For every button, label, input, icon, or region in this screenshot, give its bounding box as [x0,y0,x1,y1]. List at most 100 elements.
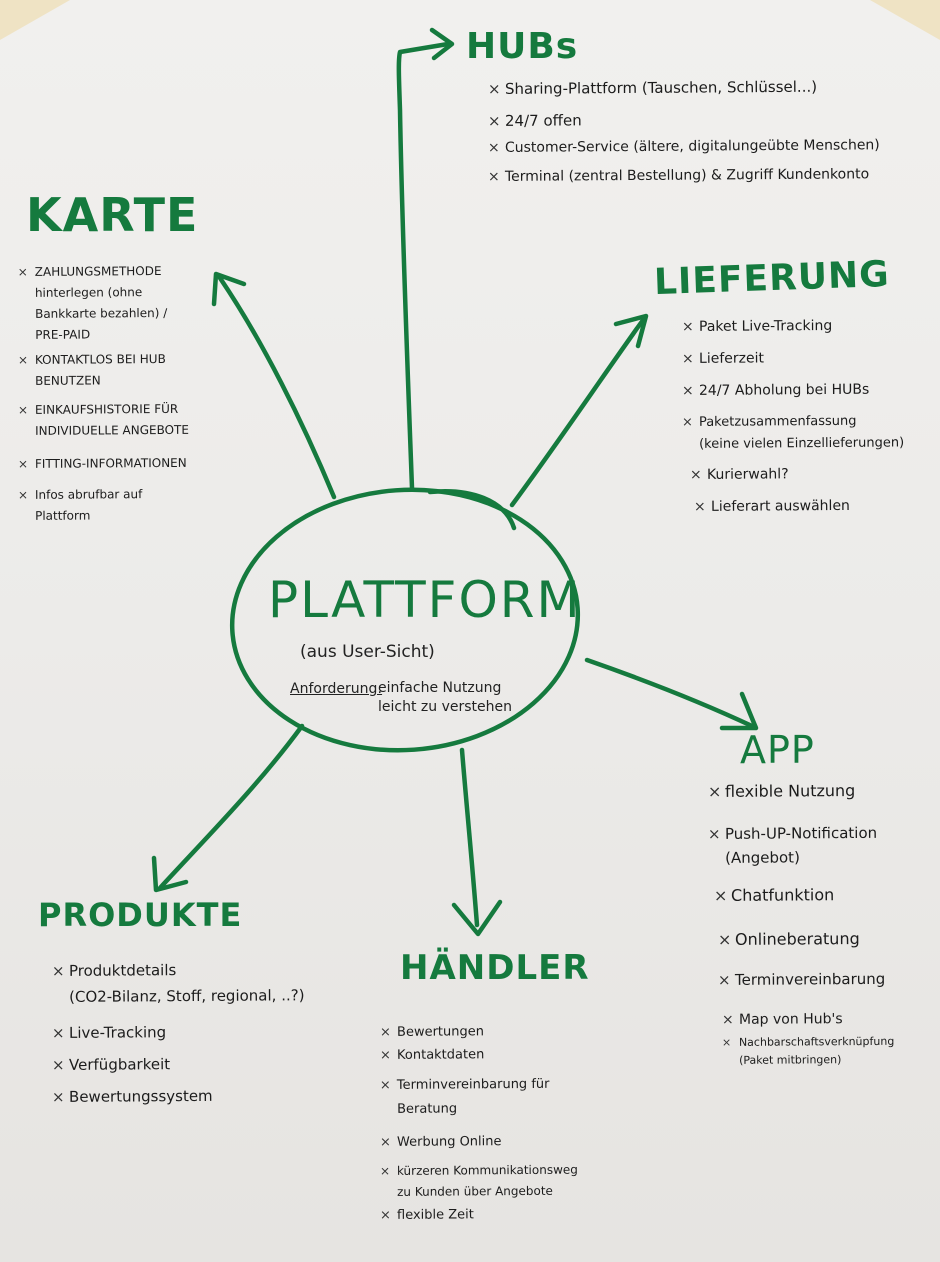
center-ellipse [229,487,581,753]
list-item: ×Onlineberatung [718,926,938,952]
list-item: ×Sharing-Plattform (Tauschen, Schlüssel.… [488,77,938,112]
list-item: × Kontaktdaten [380,1043,660,1066]
bullet-x: × [17,264,28,280]
bullet-x: × [17,352,29,368]
list-item: ×EINKAUFSHISTORIE FÜR INDIVIDUELLE ANGEB… [18,398,258,442]
list-item: ×Chatfunktion [714,882,938,908]
item-text: Infos abrufbar auf Plattform [34,487,143,523]
arrowhead-haendler [451,899,503,937]
bullet-x: × [721,1011,734,1028]
requirement-text: einfache Nutzung leicht zu verstehen [378,680,512,715]
connector-produkte [157,723,305,891]
list-item: ×Live-Tracking [52,1018,382,1046]
list-item: ×Terminal (zentral Bestellung) & Zugriff… [488,166,938,197]
item-text: Kontaktdaten [396,1047,485,1063]
list-item: ×Bewertungssystem [52,1082,382,1110]
arrowhead-produkte [151,855,189,893]
center-subtitle: (aus User-Sicht) [300,642,435,662]
bullet-x: × [487,139,500,156]
bullet-x: × [17,402,29,418]
list-item: × Nachbarschaftsverknüpfung (Paket mitbri… [722,1032,938,1070]
bullet-x: × [17,456,29,471]
bullet-x: × [681,382,694,399]
item-text: Sharing-Plattform (Tauschen, Schlüssel..… [504,77,818,98]
bullet-x: × [707,781,722,801]
bullet-x: × [721,1035,732,1049]
connector-lieferung [509,317,646,508]
list-item: × Terminvereinbarung für Beratung [380,1072,660,1122]
bullet-x: × [681,318,694,335]
category-list-haendler: × Bewertungen × Kontaktdaten × Terminverein… [380,1022,660,1226]
item-text: Terminvereinbarung für Beratung [396,1076,550,1117]
category-list-karte: × ZAHLUNGSMETHODE hinterlegen (ohne Bankk… [18,262,258,527]
list-item: ×Produktdetails (CO2-Bilanz, Stoff, regi… [52,956,382,1010]
category-list-hubs: ×Sharing-Plattform (Tauschen, Schlüssel.… [487,77,938,197]
item-text: Werbung Online [396,1134,502,1150]
bullet-x: × [713,885,728,905]
bullet-x: × [681,350,694,367]
category-title-karte: KARTE [26,188,199,242]
arrowhead-karte [211,271,247,307]
bullet-x: × [379,1163,391,1179]
item-text: Onlineberatung [734,929,860,949]
requirement-label: Anforderung: [290,681,383,697]
item-text: Map von Hub's [738,1011,843,1028]
bullet-x: × [379,1207,391,1223]
category-list-lieferung: ×Paket Live-Tracking ×Lieferzeit ×24/7 A… [682,316,937,518]
list-item: ×flexible Nutzung [708,778,938,804]
list-item: ×Paketzusammenfassung (keine vielen Einz… [682,410,937,456]
item-text: kürzeren Kommunikationsweg zu Kunden übe… [396,1162,578,1199]
bullet-x: × [681,414,693,431]
bullet-x: × [17,487,29,503]
connector-haendler [459,747,480,928]
item-text: Verfügbarkeit [68,1055,171,1074]
list-item: ×Push-UP-Notification (Angebot) [708,820,938,870]
arrowhead-lieferung [613,313,649,349]
list-item: × kürzeren Kommunikationsweg zu Kunden üb… [380,1159,660,1203]
list-item: ×Werbung Online [380,1130,660,1153]
connector-app [584,657,755,729]
bullet-x: × [487,79,501,98]
item-text: 24/7 offen [504,111,582,130]
bullet-x: × [379,1077,391,1094]
list-item: ×Terminvereinbarung [718,966,938,992]
item-text: Customer-Service (ältere, digitalungeübt… [504,137,880,156]
list-item: ×Verfügbarkeit [52,1050,382,1078]
item-text: Produktdetails (CO2-Bilanz, Stoff, regio… [68,961,305,1006]
item-text: flexible Nutzung [724,780,856,801]
category-title-lieferung: LIEFERUNG [653,253,891,304]
connector-lieferung-overlap [427,489,517,531]
bullet-x: × [51,961,65,981]
bullet-x: × [693,498,706,515]
bullet-x: × [707,824,721,844]
list-item: ×Lieferart auswählen [694,494,937,518]
list-item: × ZAHLUNGSMETHODE hinterlegen (ohne Bankk… [18,260,259,346]
bullet-x: × [379,1024,391,1040]
category-title-produkte: PRODUKTE [38,896,243,934]
category-title-app: APP [740,728,815,772]
item-text: FITTING-INFORMATIONEN [34,455,187,471]
item-text: Lieferzeit [698,350,765,367]
bullet-x: × [51,1023,65,1042]
list-item: ×Lieferzeit [682,346,937,370]
list-item: × FITTING-INFORMATIONEN [18,452,258,475]
item-text: Chatfunktion [730,885,835,905]
list-item: ×Kurierwahl? [690,462,937,486]
connector-karte [217,275,337,500]
center-title: PLATTFORM [268,571,582,629]
list-item: ×KONTAKTLOS BEI HUB BENUTZEN [18,348,258,392]
item-text: Bewertungen [396,1024,485,1040]
item-text: ZAHLUNGSMETHODE hinterlegen (ohne Bankka… [34,263,168,342]
item-text: Paket Live-Tracking [698,317,833,335]
item-text: Lieferart auswählen [710,497,850,515]
list-item: ×flexible Zeit [380,1203,660,1226]
item-text: Bewertungssystem [68,1086,213,1106]
item-text: Terminvereinbarung [734,969,886,989]
bullet-x: × [717,970,731,989]
bullet-x: × [379,1047,391,1063]
connector-hubs [396,41,451,491]
category-list-app: ×flexible Nutzung ×Push-UP-Notification … [708,780,938,1070]
item-text: Nachbarschaftsverknüpfung (Paket mitbrin… [738,1034,895,1067]
